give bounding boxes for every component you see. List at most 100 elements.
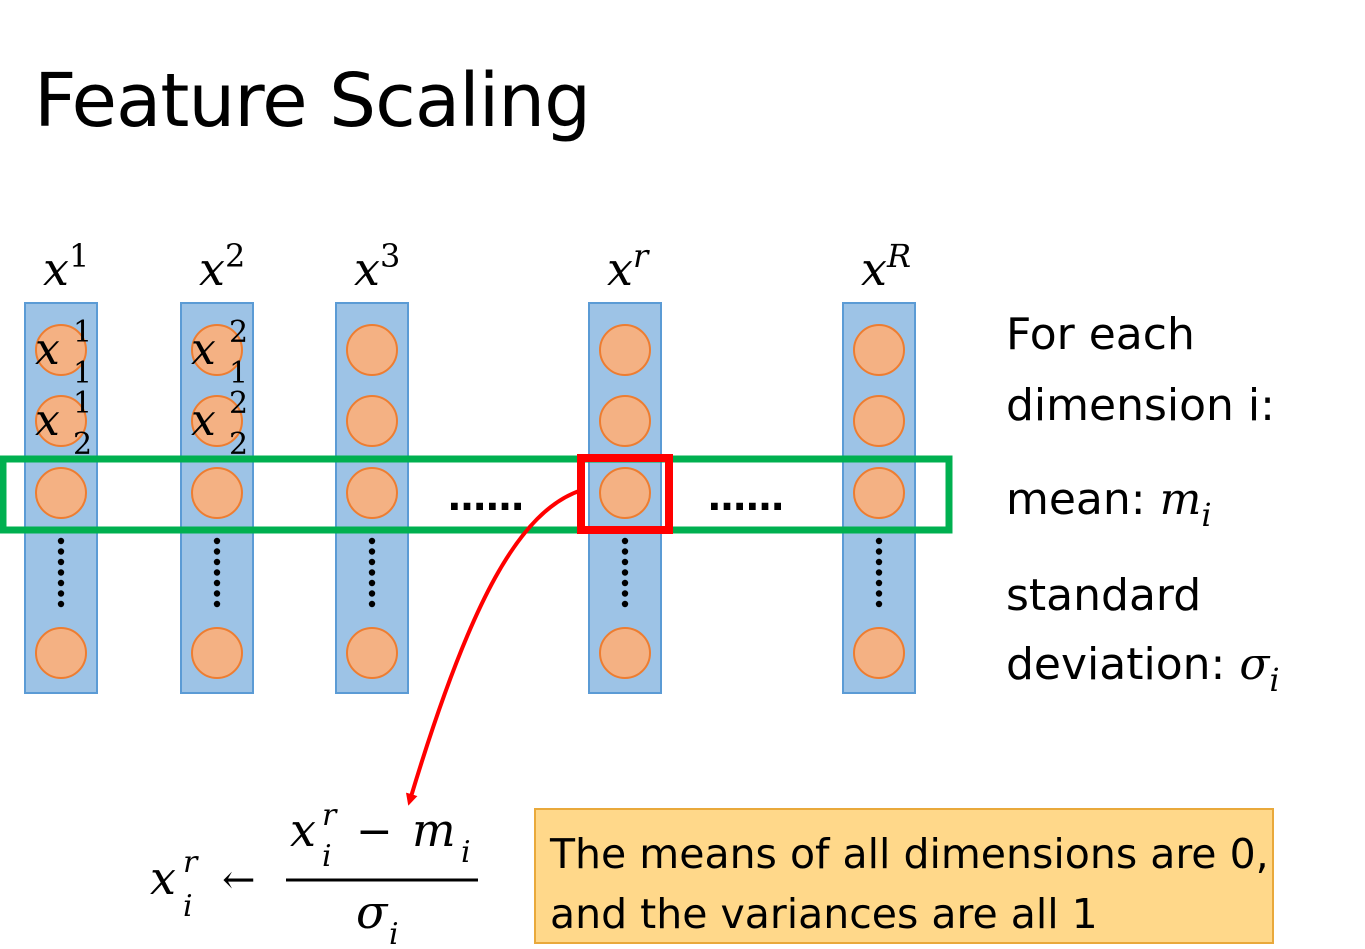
- vertical-ellipsis-dot: [621, 569, 629, 576]
- formula-minus: −: [356, 806, 393, 857]
- column-header-sup: 2: [225, 237, 245, 275]
- vertical-ellipsis-dot: [368, 590, 376, 597]
- vertical-ellipsis-dot: [368, 579, 376, 587]
- note-for-each: For each: [1006, 309, 1195, 360]
- feature-element-dot: [191, 324, 243, 376]
- formula-num-sub: i: [322, 839, 332, 874]
- vertical-ellipsis-dot: [213, 569, 221, 576]
- slide-title: Feature Scaling: [34, 58, 591, 144]
- feature-element-dot: [853, 627, 905, 679]
- vertical-ellipsis-dot: [57, 600, 65, 608]
- vertical-ellipsis-dot: [875, 590, 883, 597]
- vertical-ellipsis-dot: [368, 558, 376, 566]
- vertical-ellipsis-dot: [213, 548, 221, 555]
- vertical-ellipsis-dot: [57, 579, 65, 587]
- column-header: x3: [354, 237, 400, 296]
- std-label: deviation:: [1006, 639, 1239, 690]
- vertical-ellipsis-dot: [875, 558, 883, 566]
- normalization-formula: x r i ← x r i − m i σ i: [150, 798, 478, 949]
- std-symbol: σ: [1239, 639, 1271, 690]
- vertical-ellipsis-dot: [368, 537, 376, 545]
- element-label-var: x: [191, 395, 216, 446]
- mean-symbol: m: [1160, 474, 1202, 525]
- vertical-ellipsis-dot: [621, 548, 629, 555]
- vertical-ellipsis-dot: [621, 590, 629, 597]
- note-deviation: deviation: σi: [1006, 639, 1280, 699]
- feature-element-dot: [191, 627, 243, 679]
- ellipsis-right: ……: [708, 475, 784, 519]
- column-header-var: x: [354, 242, 380, 296]
- dimension-row-highlight: [0, 455, 953, 534]
- vertical-ellipsis-dot: [213, 537, 221, 545]
- formula-lhs-sub: i: [183, 889, 193, 924]
- note-dimension-i: dimension i:: [1006, 380, 1275, 431]
- conclusion-note: The means of all dimensions are 0, and t…: [534, 808, 1274, 944]
- feature-element-dot: [35, 467, 87, 519]
- vertical-ellipsis-dot: [368, 600, 376, 608]
- column-header: x1: [43, 237, 89, 296]
- formula-lhs-var: x: [150, 851, 176, 905]
- column-header: x2: [199, 237, 245, 296]
- feature-element-dot: [346, 324, 398, 376]
- conclusion-line-1: The means of all dimensions are 0,: [550, 830, 1269, 878]
- element-label-var: x: [191, 324, 216, 375]
- feature-element-dot: [191, 395, 243, 447]
- vertical-ellipsis-dot: [213, 590, 221, 597]
- formula-den-sigma: σ: [356, 885, 389, 939]
- feature-element-dot: [599, 324, 651, 376]
- feature-element-dot: [599, 627, 651, 679]
- element-label-sup: 2: [229, 386, 248, 421]
- column-header-sup: R: [886, 237, 911, 275]
- formula-num-mean: m: [412, 803, 456, 857]
- vertical-ellipsis-dot: [57, 569, 65, 576]
- column-header: xr: [607, 237, 650, 296]
- feature-column-5: xR: [842, 237, 916, 694]
- formula-arrow: ←: [222, 857, 256, 903]
- feature-element-dot: [853, 395, 905, 447]
- formula-num-var: x: [290, 803, 316, 857]
- conclusion-line-2: and the variances are all 1: [550, 890, 1098, 938]
- formula-num-sup: r: [322, 798, 338, 833]
- vertical-ellipsis-dot: [621, 579, 629, 587]
- feature-element-dot: [35, 324, 87, 376]
- vertical-ellipsis-dot: [621, 600, 629, 608]
- vertical-ellipsis-dot: [213, 579, 221, 587]
- note-mean: mean: mi: [1006, 474, 1212, 534]
- feature-element-dot: [35, 627, 87, 679]
- feature-element-dot: [599, 467, 651, 519]
- note-standard: standard: [1006, 570, 1201, 621]
- column-header-var: x: [861, 242, 887, 296]
- feature-element-dot: [853, 324, 905, 376]
- vertical-ellipsis-dot: [57, 537, 65, 545]
- vertical-ellipsis-dot: [621, 558, 629, 566]
- element-label-sub: 1: [73, 356, 92, 391]
- column-header-sup: r: [633, 237, 650, 275]
- vertical-ellipsis-dot: [57, 548, 65, 555]
- column-header-sup: 1: [69, 237, 89, 275]
- vertical-ellipsis-dot: [57, 558, 65, 566]
- feature-element-dot: [599, 395, 651, 447]
- feature-column-4: xr: [588, 237, 662, 694]
- formula-num-mean-sub: i: [461, 835, 471, 870]
- column-header-var: x: [199, 242, 225, 296]
- selected-element-highlight: [577, 454, 673, 534]
- feature-element-dot: [35, 395, 87, 447]
- feature-column-3: x3: [335, 237, 409, 694]
- column-header-sup: 3: [380, 237, 400, 275]
- element-label-sub: 1: [229, 356, 248, 391]
- formula-lhs-sup: r: [183, 845, 199, 880]
- element-label-sup: 2: [229, 315, 248, 350]
- feature-element-dot: [191, 467, 243, 519]
- vertical-ellipsis-dot: [875, 579, 883, 587]
- std-subscript: i: [1269, 661, 1279, 699]
- element-label-var: x: [35, 395, 60, 446]
- vertical-ellipsis-dot: [875, 600, 883, 608]
- feature-element-dot: [346, 627, 398, 679]
- mean-label: mean:: [1006, 474, 1160, 525]
- feature-element-dot: [346, 467, 398, 519]
- vertical-ellipsis-dot: [57, 590, 65, 597]
- feature-element-dot: [346, 395, 398, 447]
- element-label-var: x: [35, 324, 60, 375]
